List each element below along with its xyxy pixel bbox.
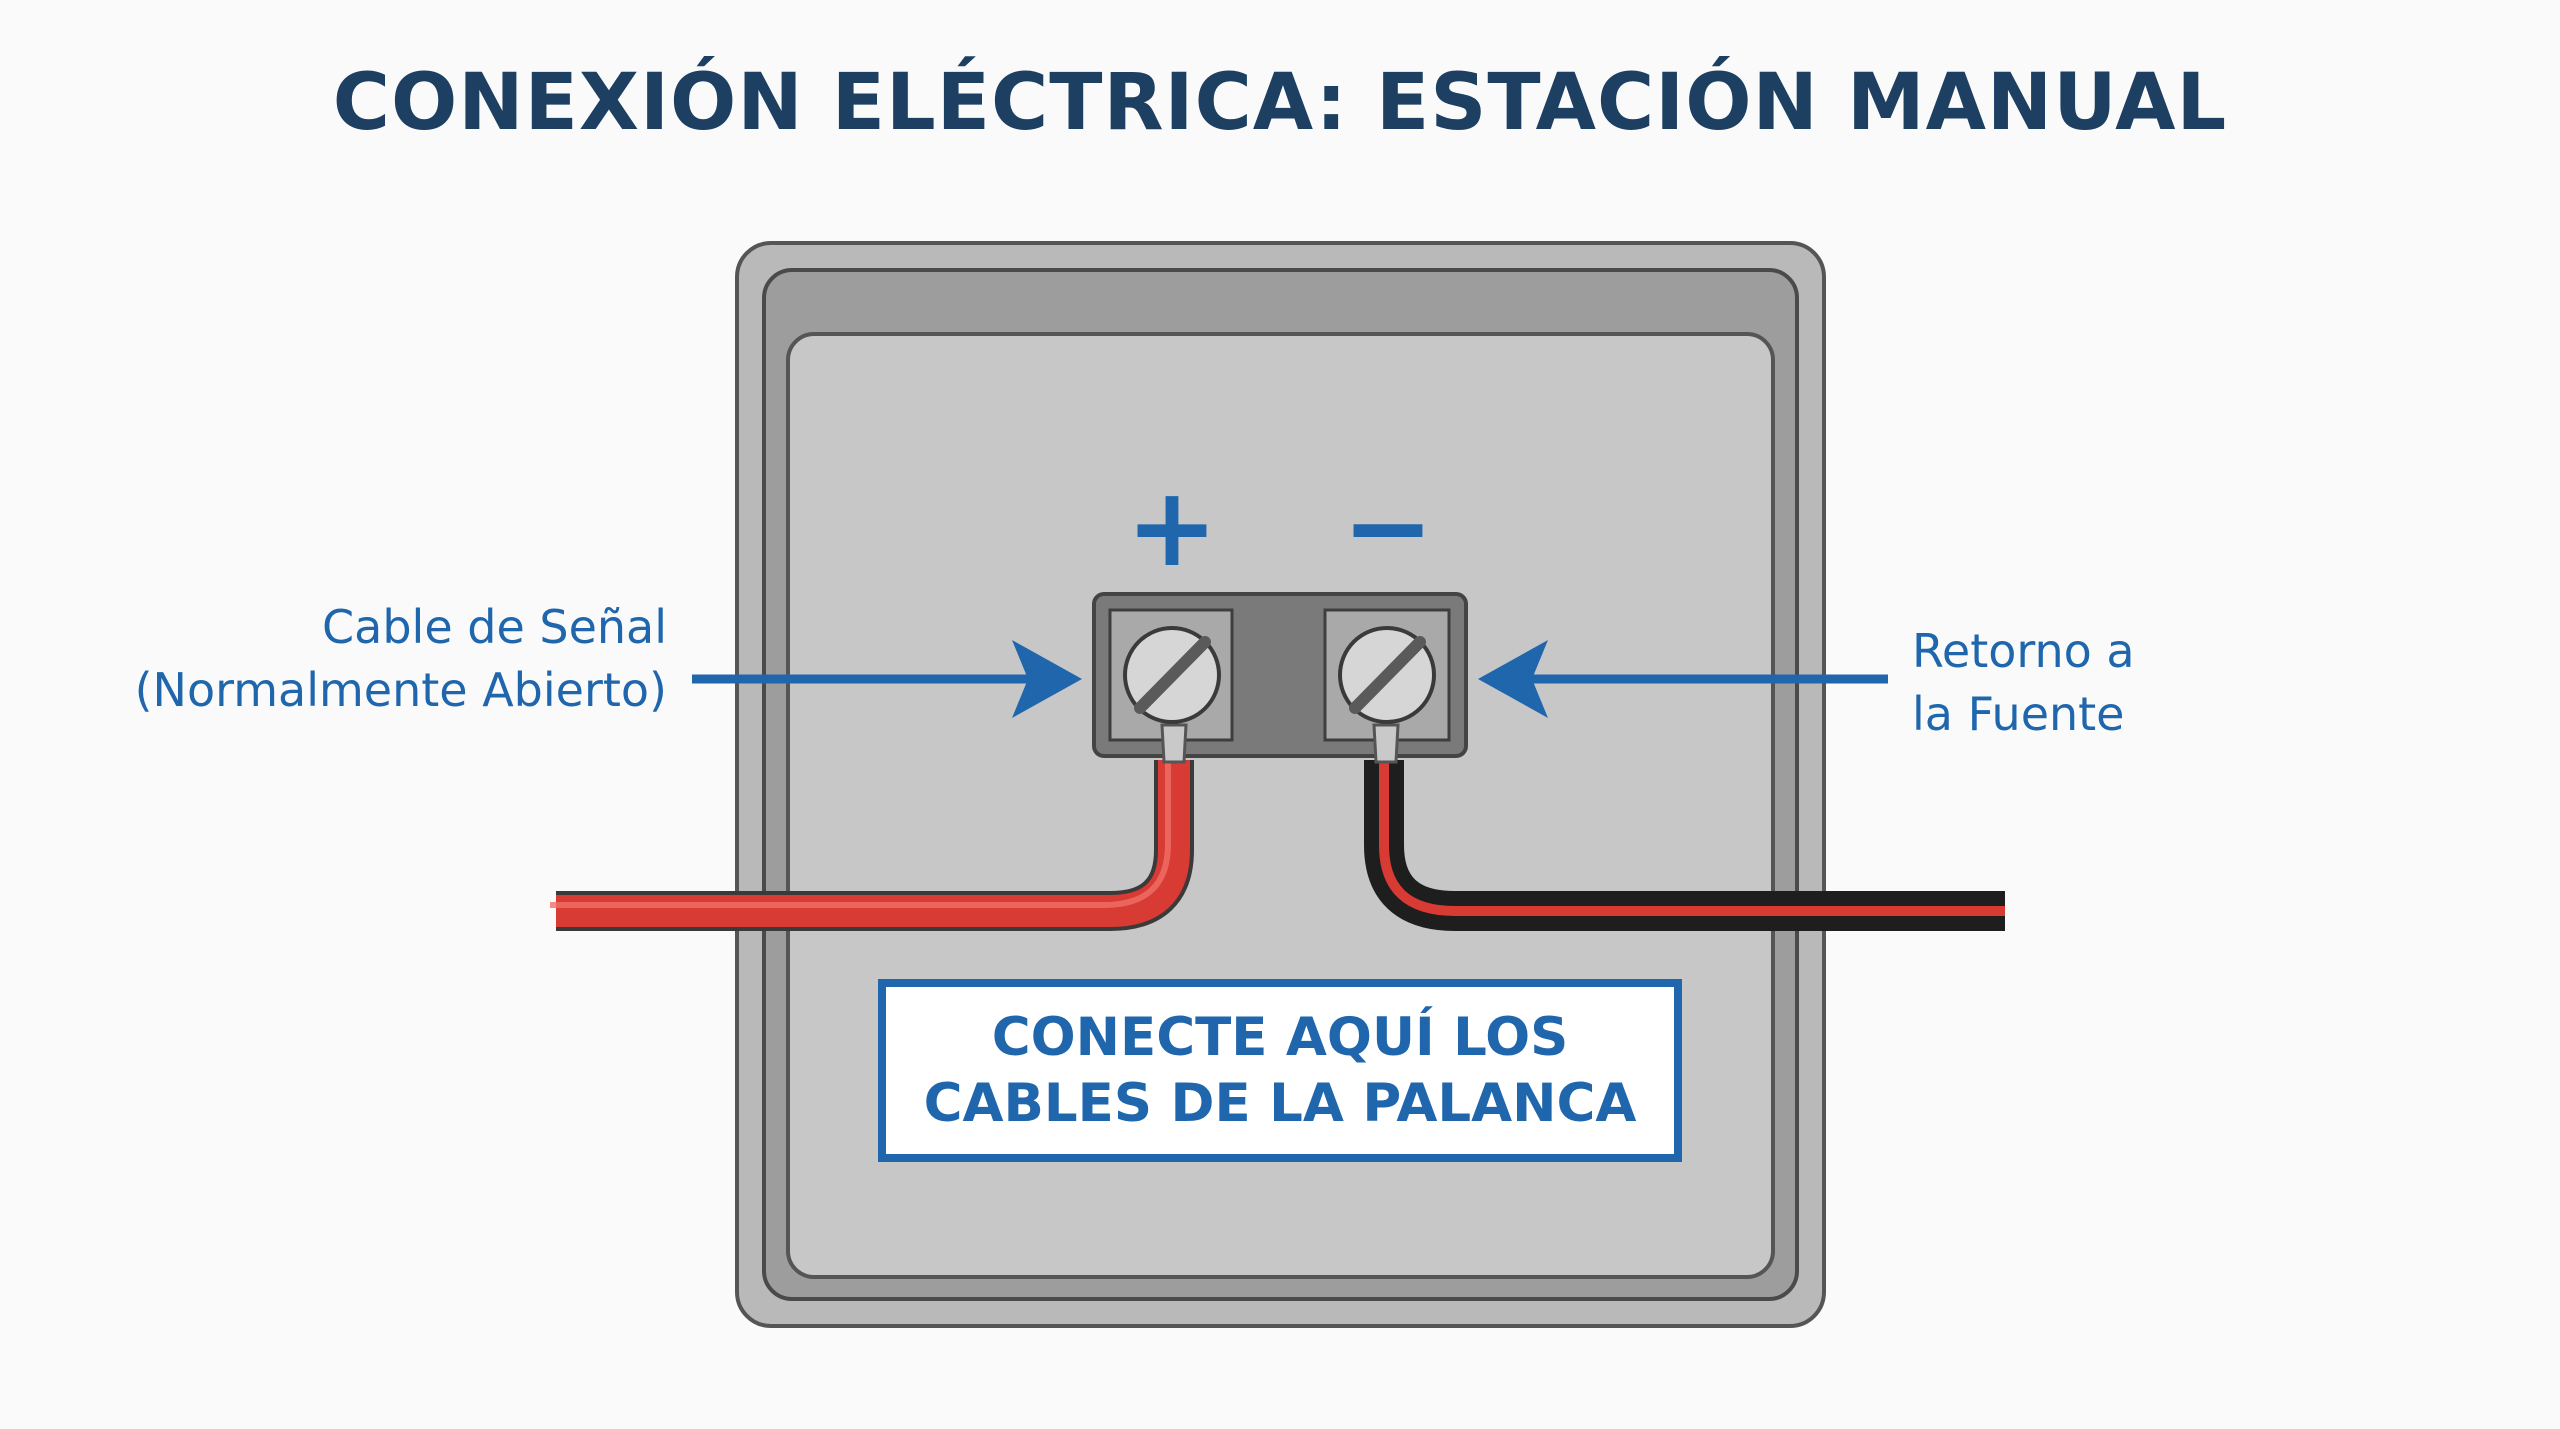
return-wire-label-line1: Retorno a bbox=[1912, 624, 2135, 678]
return-wire-label-line2: la Fuente bbox=[1912, 687, 2125, 741]
return-wire bbox=[1364, 760, 2005, 931]
return-ring-lug bbox=[1372, 723, 1400, 764]
screw-terminal-icon bbox=[1123, 626, 1221, 724]
signal-wire bbox=[550, 754, 1194, 931]
arrow-right-icon bbox=[692, 640, 1082, 718]
negative-terminal-symbol: − bbox=[1342, 463, 1434, 591]
signal-wire-label: Cable de Señal (Normalmente Abierto) bbox=[135, 596, 667, 722]
signal-ring-lug bbox=[1160, 723, 1188, 764]
arrow-left-icon bbox=[1478, 640, 1888, 718]
positive-terminal-symbol: + bbox=[1126, 463, 1218, 591]
connection-callout-box: CONECTE AQUÍ LOS CABLES DE LA PALANCA bbox=[878, 979, 1682, 1162]
return-wire-label: Retorno a la Fuente bbox=[1912, 620, 2135, 746]
signal-wire-label-line2: (Normalmente Abierto) bbox=[134, 663, 667, 717]
signal-wire-label-line1: Cable de Señal bbox=[322, 600, 667, 654]
screw-terminal-icon bbox=[1338, 626, 1436, 724]
page-title: CONEXIÓN ELÉCTRICA: ESTACIÓN MANUAL bbox=[332, 58, 2228, 148]
callout-line2: CABLES DE LA PALANCA bbox=[923, 1072, 1637, 1134]
callout-line1: CONECTE AQUÍ LOS bbox=[991, 1006, 1569, 1068]
